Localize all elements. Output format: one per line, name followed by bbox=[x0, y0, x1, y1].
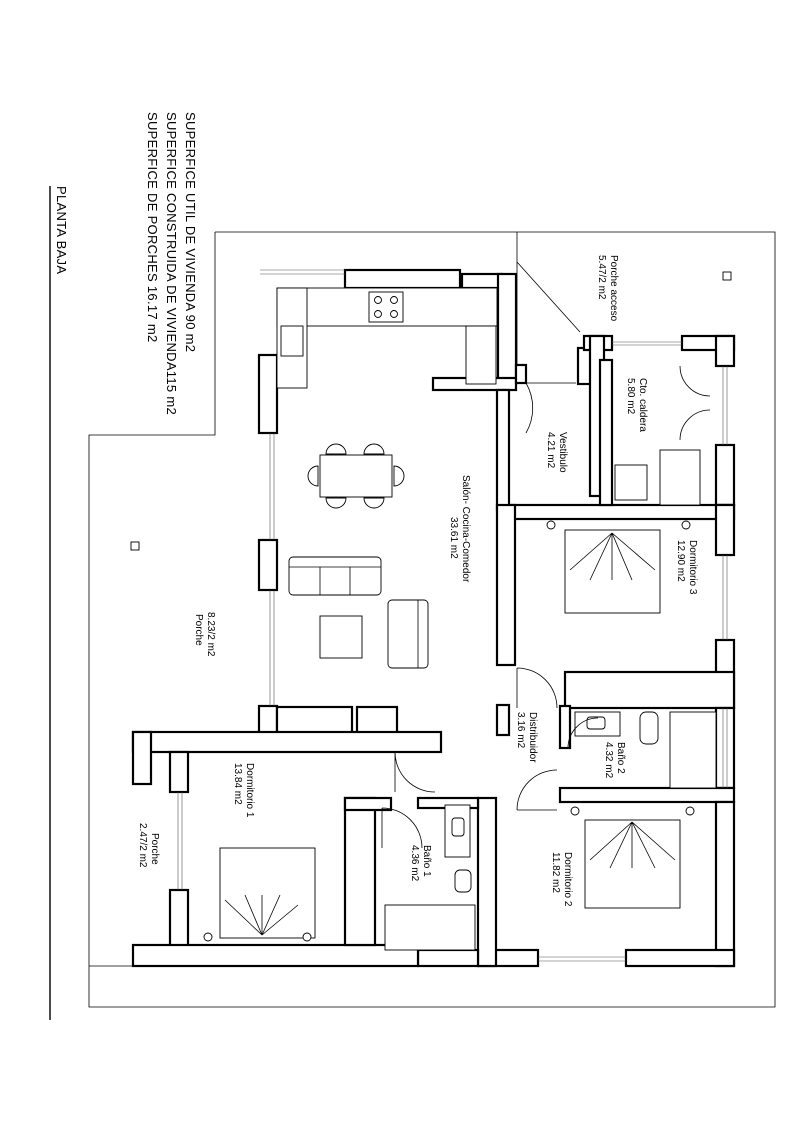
svg-text:Porche acceso: Porche acceso bbox=[608, 255, 619, 322]
kitchen-sink-icon bbox=[280, 325, 304, 357]
svg-text:5.47/2 m2: 5.47/2 m2 bbox=[596, 255, 607, 300]
doors bbox=[381, 382, 599, 849]
svg-text:33.61 m2: 33.61 m2 bbox=[448, 517, 459, 559]
bed-icon bbox=[203, 847, 316, 942]
svg-text:Dormitorio 3: Dormitorio 3 bbox=[687, 540, 698, 595]
svg-text:13.84 m2: 13.84 m2 bbox=[232, 763, 243, 805]
svg-text:Dormitorio 1: Dormitorio 1 bbox=[244, 763, 255, 818]
room-label-dormitorio3: Dormitorio 3 12.90 m2 bbox=[675, 540, 698, 595]
dining-table-icon bbox=[307, 443, 405, 509]
kitchen-counter bbox=[276, 287, 498, 389]
room-label-porche-sur: Porche 2.47/2 m2 bbox=[137, 823, 160, 868]
room-label-bano1: Baño 1 4.36 m2 bbox=[409, 845, 432, 882]
svg-text:Distribuidor: Distribuidor bbox=[527, 712, 538, 763]
svg-text:Dormitorio 2: Dormitorio 2 bbox=[562, 852, 573, 907]
plan-title: PLANTA BAJA bbox=[54, 186, 69, 274]
bed-icon bbox=[546, 520, 691, 614]
svg-text:12.90 m2: 12.90 m2 bbox=[675, 540, 686, 582]
room-label-dormitorio2: Dormitorio 2 11.82 m2 bbox=[550, 852, 573, 907]
column-marker-icon bbox=[130, 541, 140, 551]
svg-text:8.23/2 m2: 8.23/2 m2 bbox=[205, 612, 216, 657]
sofa-icon bbox=[288, 556, 429, 669]
svg-text:Salón- Cocina-Comedor: Salón- Cocina-Comedor bbox=[460, 475, 471, 583]
svg-text:Vestibulo: Vestibulo bbox=[557, 432, 568, 473]
room-label-distribuidor: Distribuidor 3.16 m2 bbox=[515, 712, 538, 763]
svg-text:4.36 m2: 4.36 m2 bbox=[409, 845, 420, 882]
room-label-bano2: Baño 2 4.32 m2 bbox=[603, 742, 626, 779]
svg-text:Baño 1: Baño 1 bbox=[421, 845, 432, 877]
svg-text:3.16 m2: 3.16 m2 bbox=[515, 712, 526, 749]
svg-text:4.32 m2: 4.32 m2 bbox=[603, 742, 614, 779]
exterior-walls bbox=[131, 268, 736, 968]
superficie-porches: SUPERFICE DE PORCHES 16.17 m2 bbox=[145, 112, 160, 343]
room-label-salon: Salón- Cocina-Comedor 33.61 m2 bbox=[448, 475, 471, 583]
superficie-util: SUPERFICE UTIL DE VIVIENDA 90 m2 bbox=[183, 112, 198, 352]
svg-text:4.21 m2: 4.21 m2 bbox=[545, 432, 556, 469]
room-label-porche-oeste: 8.23/2 m2 Porche bbox=[193, 612, 216, 657]
svg-text:Cto. caldera: Cto. caldera bbox=[637, 378, 648, 432]
coffee-table-icon bbox=[319, 615, 363, 659]
cooktop-icon bbox=[368, 291, 404, 323]
room-label-vestibulo: Vestibulo 4.21 m2 bbox=[545, 432, 568, 473]
svg-text:Baño 2: Baño 2 bbox=[615, 742, 626, 774]
bathroom-fixtures-icon bbox=[384, 711, 717, 951]
room-label-dormitorio1: Dormitorio 1 13.84 m2 bbox=[232, 763, 255, 818]
column-marker-icon bbox=[722, 271, 732, 281]
room-label-caldera: Cto. caldera 5.80 m2 bbox=[625, 378, 648, 432]
superficie-construida: SUPERFICE CONSTRUIDA DE VIVIENDA115 m2 bbox=[164, 112, 179, 415]
svg-text:5.80 m2: 5.80 m2 bbox=[625, 378, 636, 415]
windows bbox=[177, 269, 728, 962]
room-label-porche-acceso: Porche acceso 5.47/2 m2 bbox=[596, 255, 619, 322]
svg-text:11.82 m2: 11.82 m2 bbox=[550, 852, 561, 893]
bed-icon bbox=[570, 806, 695, 909]
boiler-icon bbox=[614, 365, 711, 506]
svg-text:2.47/2 m2: 2.47/2 m2 bbox=[137, 823, 148, 868]
svg-text:Porche: Porche bbox=[193, 614, 204, 646]
svg-text:Porche: Porche bbox=[149, 833, 160, 865]
